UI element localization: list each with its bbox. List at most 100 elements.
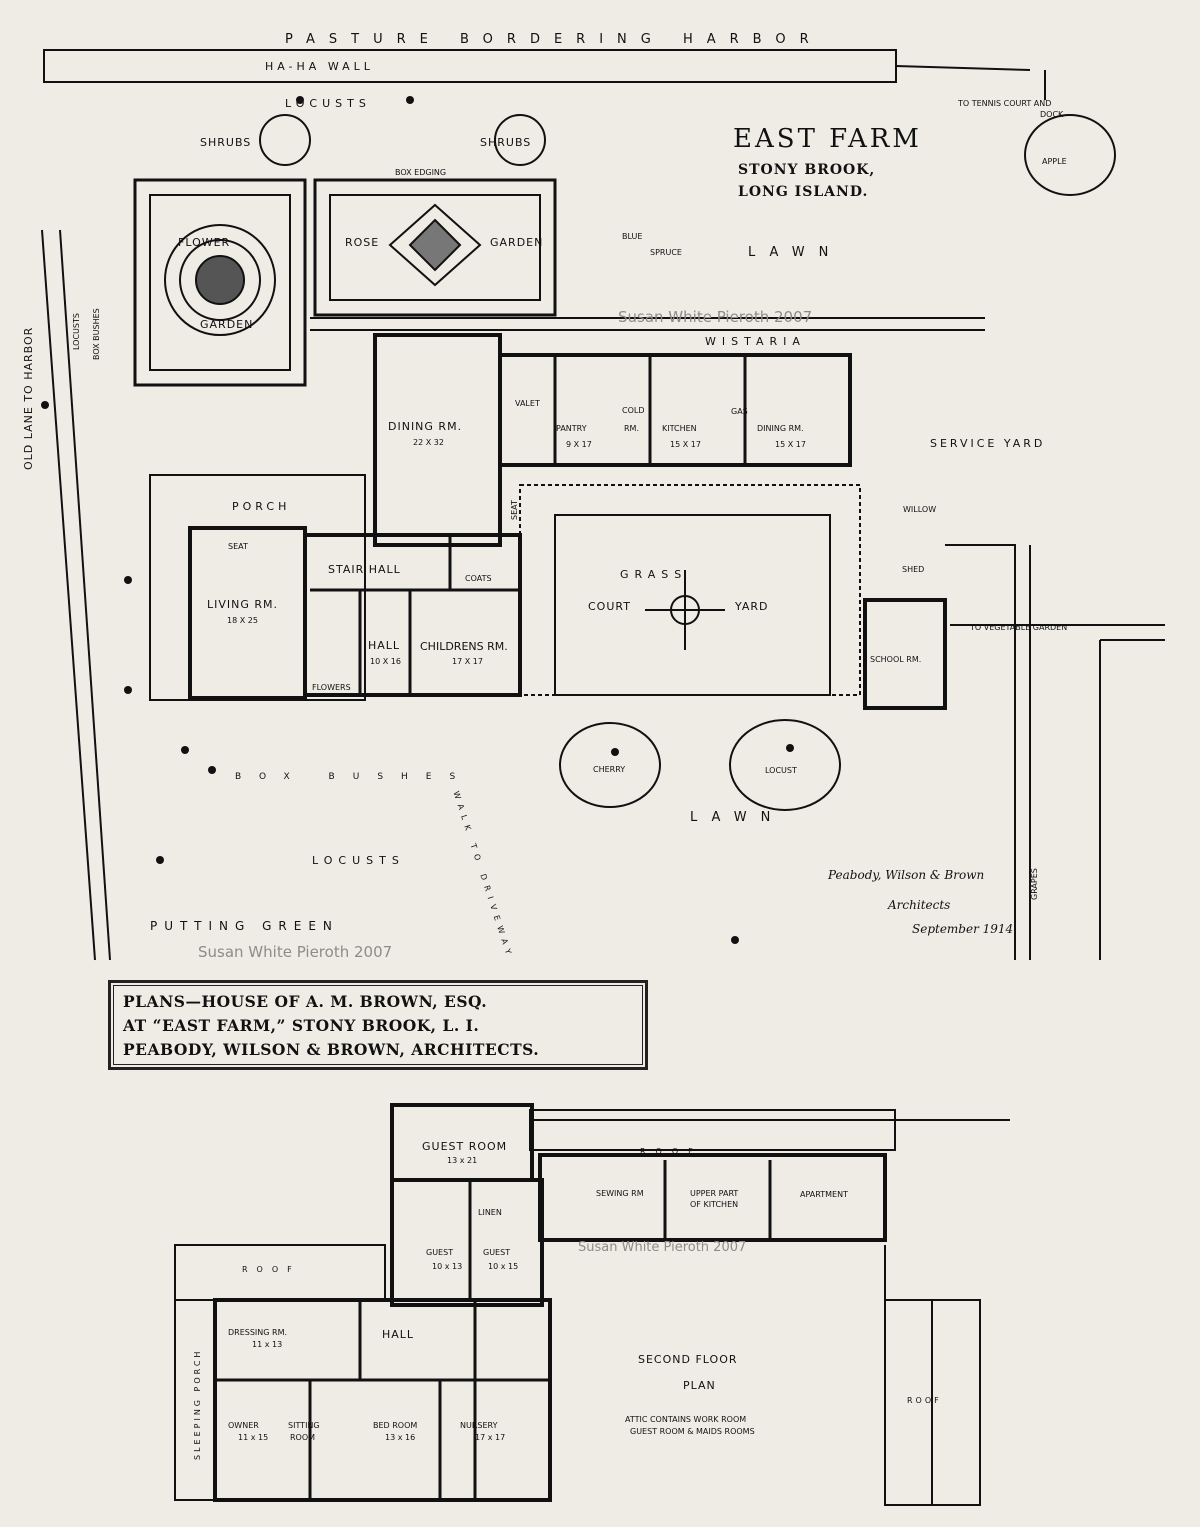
nursery-size: 17 x 17 bbox=[475, 1433, 506, 1442]
service-yard-label: SERVICE YARD bbox=[930, 437, 1046, 450]
living-room bbox=[188, 526, 307, 700]
locusts-side-label: LOCUSTS bbox=[72, 313, 81, 350]
pantry-size: 9 X 17 bbox=[566, 440, 592, 449]
kitchen-size: 15 X 17 bbox=[670, 440, 701, 449]
haha-wall-label: HA-HA WALL bbox=[265, 60, 374, 73]
hall-label: HALL bbox=[382, 1328, 415, 1341]
linen-label: LINEN bbox=[478, 1208, 502, 1217]
dining-room-label: DINING RM. bbox=[388, 420, 463, 433]
attic-note: ATTIC CONTAINS WORK ROOM bbox=[625, 1415, 747, 1424]
childrens-room-label: CHILDRENS RM. bbox=[420, 640, 508, 653]
valet-label: VALET bbox=[515, 399, 540, 408]
wistaria-label: WISTARIA bbox=[705, 335, 806, 348]
bedroom-label: BED ROOM bbox=[373, 1421, 418, 1430]
dressing-room-label: DRESSING RM. bbox=[228, 1328, 288, 1337]
guest-room-size: 13 x 21 bbox=[447, 1156, 478, 1165]
cold-room-label: COLD bbox=[622, 406, 645, 415]
cold-room-label: RM. bbox=[624, 424, 640, 433]
pantry-label: PANTRY bbox=[556, 424, 587, 433]
architect-signature: Architects bbox=[888, 898, 951, 912]
box-bushes-side-label: BOX BUSHES bbox=[92, 308, 101, 360]
haha-wall bbox=[43, 49, 897, 83]
rose-garden-label: ROSE bbox=[345, 236, 380, 249]
tennis-label: TO TENNIS COURT AND bbox=[958, 99, 1052, 108]
willow-label: WILLOW bbox=[903, 505, 937, 514]
site-subtitle: LONG ISLAND. bbox=[738, 184, 869, 200]
coats-label: COATS bbox=[465, 574, 492, 583]
box-bushes-label: BOX BUSHES bbox=[235, 772, 474, 782]
watermark: Susan White Pieroth 2007 bbox=[198, 943, 393, 961]
seat-label: SEAT bbox=[510, 500, 519, 520]
roof-label: ROOF bbox=[907, 1396, 942, 1405]
sewing-room-label: SEWING RM bbox=[596, 1189, 644, 1198]
site-subtitle: STONY BROOK, bbox=[738, 162, 876, 178]
second-floor-title: PLAN bbox=[683, 1379, 716, 1392]
service-wing bbox=[498, 353, 852, 467]
service-dining-size: 15 X 17 bbox=[775, 440, 806, 449]
caption-line: AT “EAST FARM,” STONY BROOK, L. I. bbox=[123, 1016, 480, 1035]
upper-kitchen-label: OF KITCHEN bbox=[690, 1200, 739, 1209]
school-room bbox=[863, 598, 947, 710]
blue-spruce-label: BLUE bbox=[622, 232, 643, 241]
flower-garden-label: GARDEN bbox=[200, 318, 254, 331]
guest-size: 10 x 15 bbox=[488, 1262, 519, 1271]
hall-size: 10 X 16 bbox=[370, 657, 401, 666]
box-edging-label: BOX EDGING bbox=[395, 168, 447, 177]
childrens-room-size: 17 X 17 bbox=[452, 657, 483, 666]
living-room-size: 18 X 25 bbox=[227, 616, 258, 625]
bedroom-size: 13 x 16 bbox=[385, 1433, 416, 1442]
hall-label: HALL bbox=[368, 639, 401, 652]
sitting-room-label: ROOM bbox=[290, 1433, 316, 1442]
grass-label: GRASS bbox=[620, 568, 688, 581]
flower-garden bbox=[133, 178, 307, 387]
court-label: COURT bbox=[588, 600, 631, 613]
watermark: Susan White Pieroth 2007 bbox=[618, 308, 813, 326]
plan-caption: PLANS—HOUSE OF A. M. BROWN, ESQ. AT “EAS… bbox=[108, 980, 648, 1070]
locusts-label: LOCUSTS bbox=[285, 97, 371, 110]
grapes-label: GRAPES bbox=[1030, 868, 1039, 900]
guest-label: GUEST bbox=[483, 1248, 511, 1257]
flower-garden-label: FLOWER bbox=[178, 236, 231, 249]
shed-label: SHED bbox=[902, 565, 925, 574]
watermark: Susan White Pieroth 2007 bbox=[578, 1240, 747, 1255]
owner-label: OWNER bbox=[228, 1421, 259, 1430]
site-title: EAST FARM bbox=[733, 124, 922, 154]
blue-spruce-label: SPRUCE bbox=[650, 248, 682, 257]
vegetable-garden-label: TO VEGETABLE GARDEN bbox=[970, 623, 1068, 632]
dressing-room-size: 11 x 13 bbox=[252, 1340, 283, 1349]
putting-green-label: PUTTING GREEN bbox=[150, 919, 339, 933]
apartment-label: APARTMENT bbox=[800, 1190, 848, 1199]
sleeping-porch-label: SLEEPING PORCH bbox=[193, 1348, 202, 1460]
dock-label: DOCK bbox=[1040, 110, 1064, 119]
apple-label: APPLE bbox=[1042, 157, 1067, 166]
gas-label: GAS bbox=[731, 407, 748, 416]
yard-label: YARD bbox=[735, 600, 769, 613]
flowers-label: FLOWERS bbox=[312, 683, 351, 692]
caption-line: PEABODY, WILSON & BROWN, ARCHITECTS. bbox=[123, 1040, 540, 1059]
seat-label: SEAT bbox=[228, 542, 248, 551]
attic-note: GUEST ROOM & MAIDS ROOMS bbox=[630, 1427, 755, 1436]
shrubs-label: SHRUBS bbox=[480, 136, 532, 149]
lawn-label: LAWN bbox=[748, 245, 843, 260]
kitchen-label: KITCHEN bbox=[662, 424, 697, 433]
service-dining-label: DINING RM. bbox=[757, 424, 804, 433]
court-yard bbox=[519, 484, 861, 696]
guest-room-label: GUEST ROOM bbox=[422, 1140, 508, 1153]
lawn-label: LAWN bbox=[690, 810, 785, 825]
school-room-label: SCHOOL RM. bbox=[870, 655, 922, 664]
pasture-label: PASTURE BORDERING HARBOR bbox=[285, 32, 823, 47]
dining-room-size: 22 X 32 bbox=[413, 438, 444, 447]
locusts-label: LOCUSTS bbox=[312, 854, 405, 867]
shrubs-label: SHRUBS bbox=[200, 136, 252, 149]
nursery-label: NURSERY bbox=[460, 1421, 498, 1430]
owner-size: 11 x 15 bbox=[238, 1433, 269, 1442]
architect-signature: September 1914 bbox=[912, 922, 1014, 936]
living-room-label: LIVING RM. bbox=[207, 598, 279, 611]
porch-label: PORCH bbox=[232, 500, 291, 513]
upper-kitchen-label: UPPER PART bbox=[690, 1189, 739, 1198]
rose-garden bbox=[313, 178, 557, 317]
guest-size: 10 x 13 bbox=[432, 1262, 463, 1271]
stair-hall-label: STAIR HALL bbox=[328, 563, 401, 576]
locust-label: LOCUST bbox=[765, 766, 797, 775]
